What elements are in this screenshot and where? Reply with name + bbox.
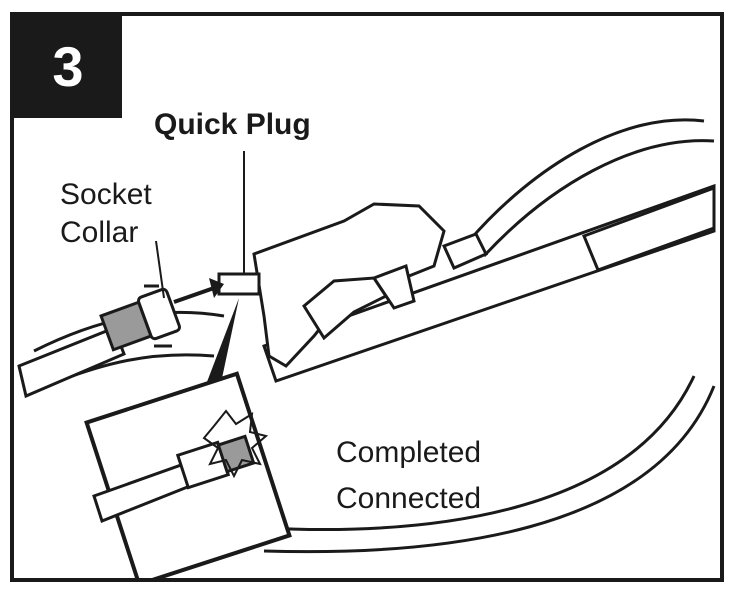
push-arrow [173, 286, 215, 304]
connection-burst [202, 409, 269, 479]
gun-swivel [441, 232, 489, 270]
inlet-hose [17, 326, 126, 399]
push-arrow-head [209, 278, 224, 298]
socket-collar [137, 287, 181, 341]
connected-label: Connected [336, 482, 482, 515]
quick-plug [217, 272, 261, 296]
instruction-panel: 3 Quick Plug Socket Collar Completed Con… [10, 12, 724, 582]
spray-gun-guard [371, 263, 416, 310]
hose-loop-right [467, 118, 705, 242]
socket-collar-leader [155, 240, 165, 299]
hose-loop-right-inner [482, 139, 715, 258]
connection-illustration [17, 118, 716, 578]
hose-loop-bottom [263, 385, 716, 554]
collar-label: Collar [60, 216, 139, 249]
socket-label: Socket [60, 178, 152, 211]
hose-loop-bottom-inner [263, 375, 696, 531]
wand-grip [582, 185, 716, 272]
step-number-badge: 3 [14, 16, 122, 118]
completed-label: Completed [336, 436, 482, 469]
quick-plug-label: Quick Plug [154, 108, 311, 141]
